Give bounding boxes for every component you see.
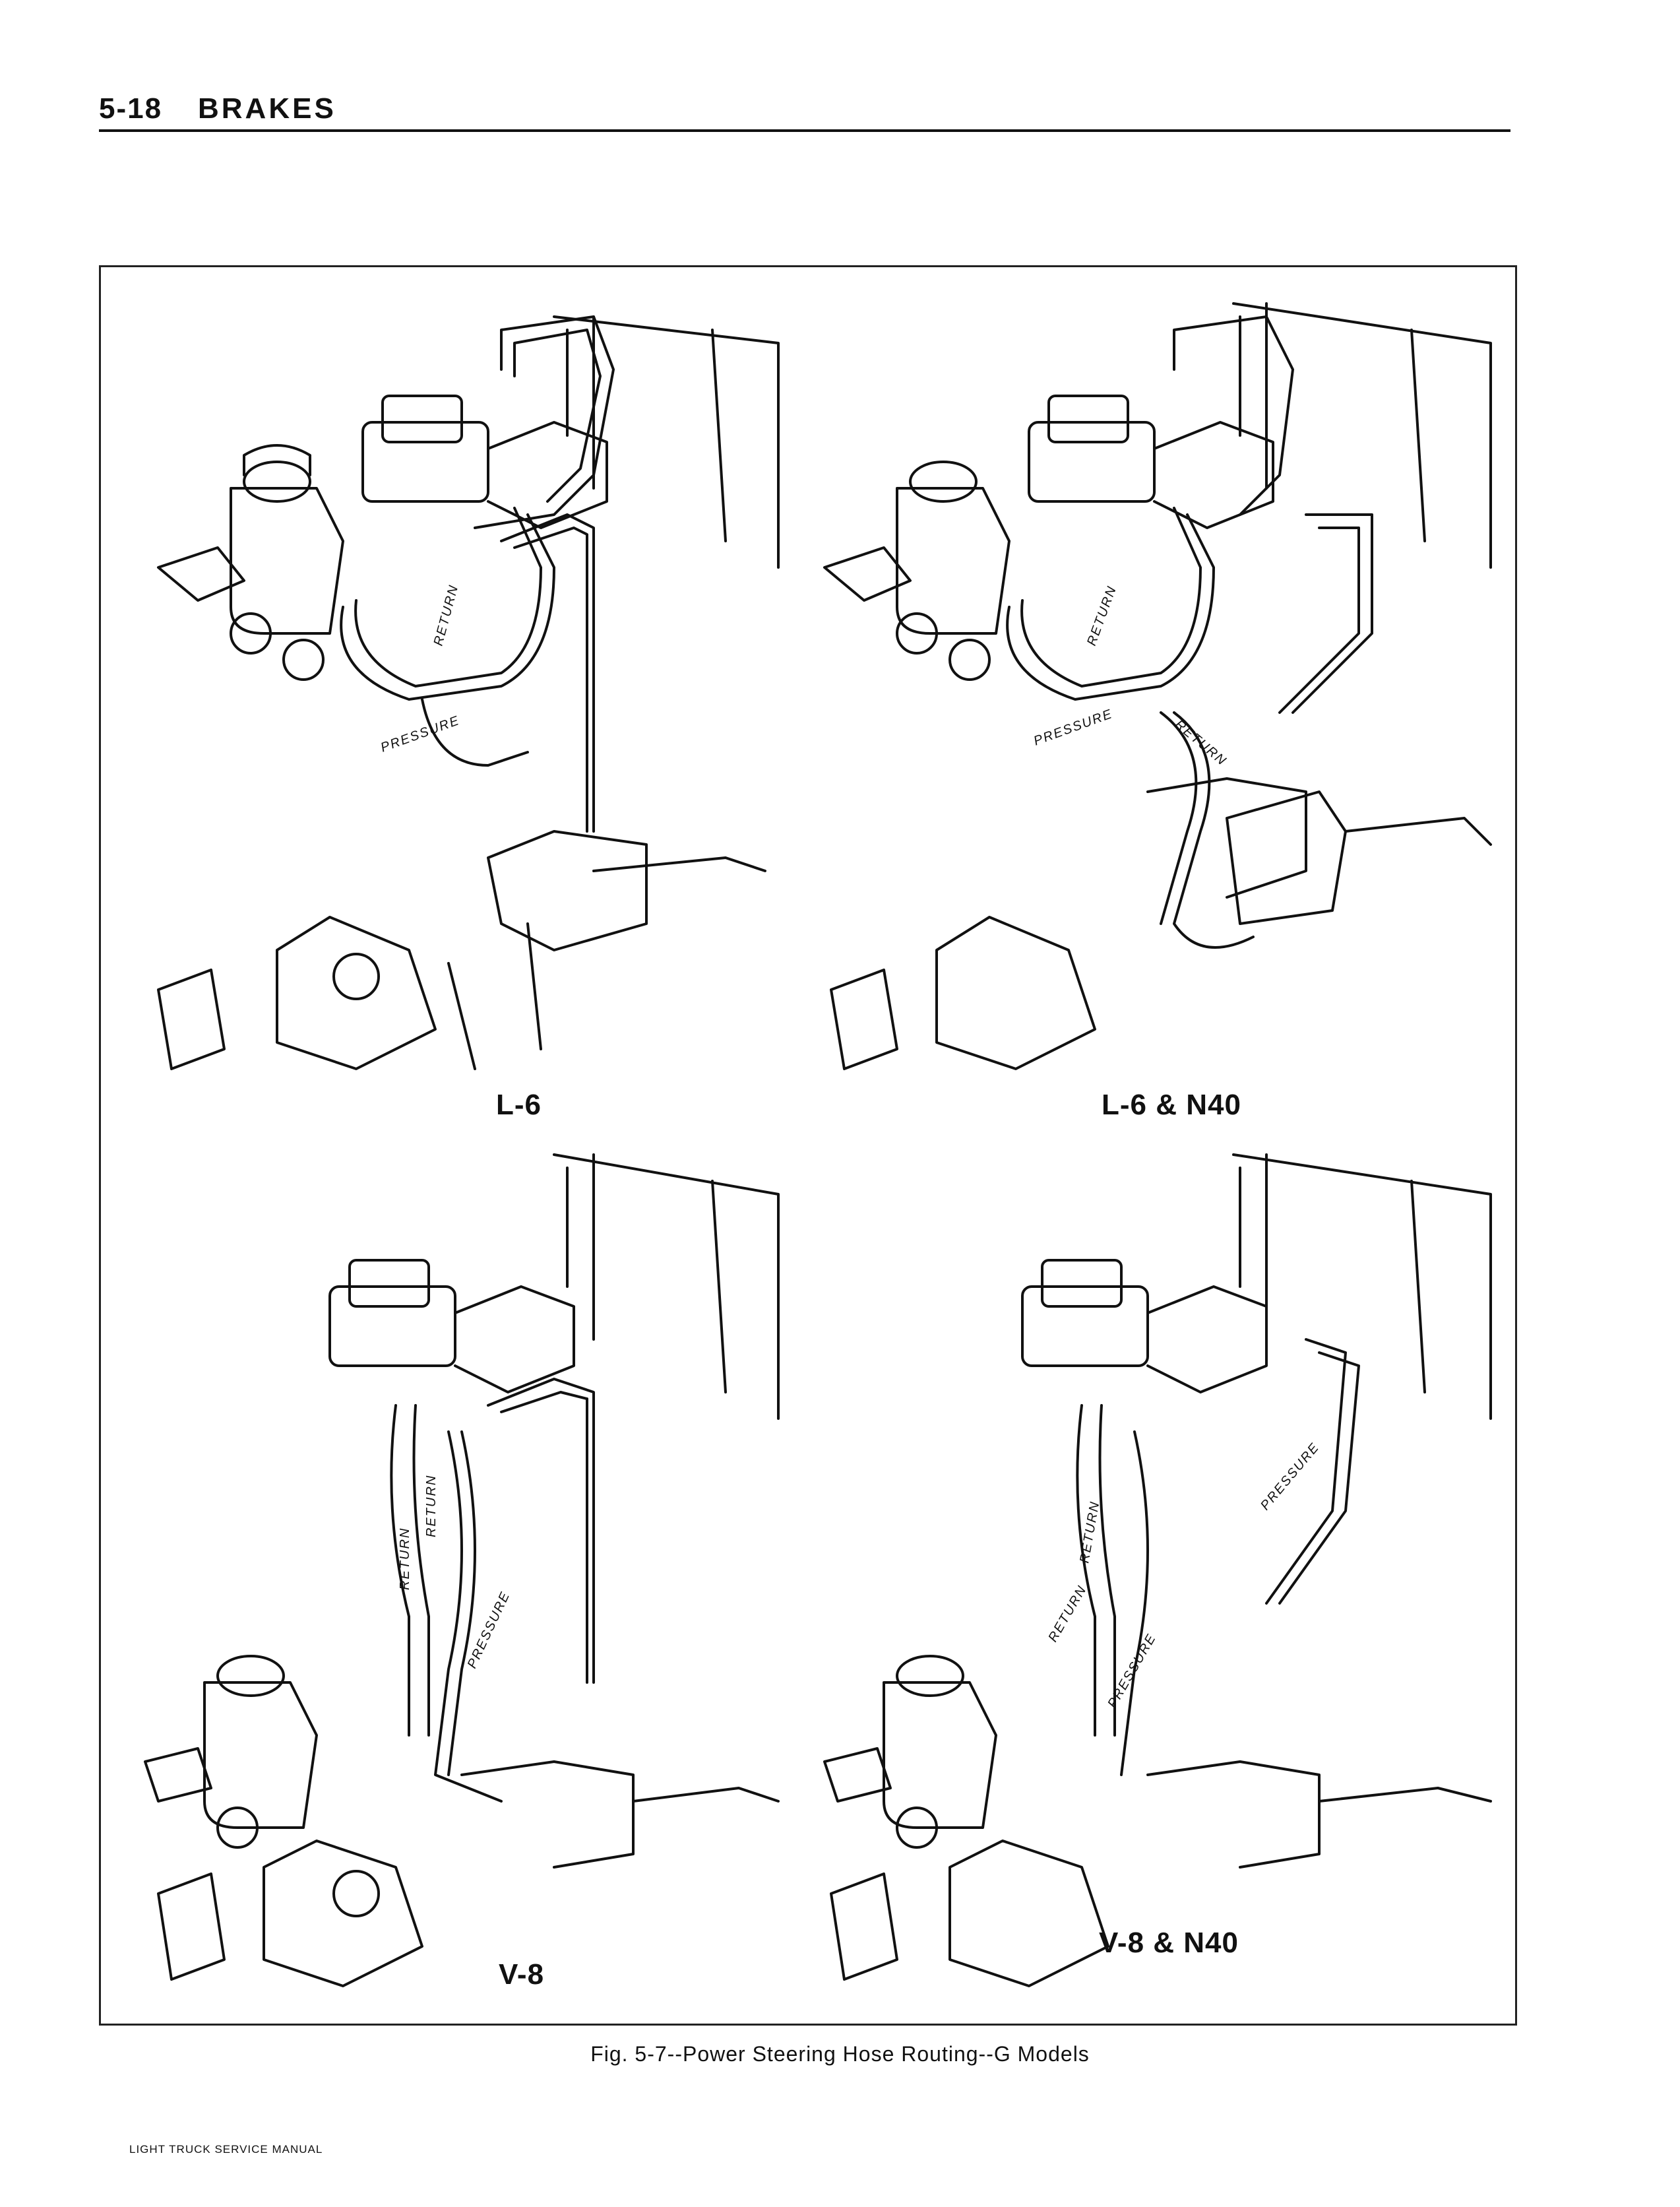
section-title: BRAKES <box>198 92 336 125</box>
hose-label-pressure: PRESSURE <box>379 713 462 755</box>
section-number: 5-18 <box>99 92 163 125</box>
panel-v8-illustration: RETURN RETURN PRESSURE <box>132 1141 792 2012</box>
v8-engine-drawing: RETURN RETURN PRESSURE <box>144 1153 780 1987</box>
hose-label-return: RETURN <box>1045 1583 1090 1645</box>
figure-frame <box>99 265 1517 2026</box>
panel-l6-illustration: PRESSURE RETURN <box>132 290 792 1115</box>
panel-label-l6-n40: L-6 & N40 <box>1102 1089 1241 1121</box>
panel-label-l6: L-6 <box>496 1089 542 1121</box>
panel-l6-n40-illustration: PRESSURE RETURN RETURN <box>805 290 1504 1115</box>
l6-n40-engine-drawing: PRESSURE RETURN RETURN <box>823 302 1492 1070</box>
hose-label-return: RETURN <box>424 1475 439 1537</box>
hose-label-pressure: PRESSURE <box>1032 707 1115 749</box>
hose-label-pressure: PRESSURE <box>1258 1440 1322 1514</box>
hose-label-return: RETURN <box>1084 584 1119 648</box>
l6-engine-drawing: PRESSURE RETURN <box>157 315 780 1070</box>
header-rule <box>99 129 1510 132</box>
hose-label-return: RETURN <box>431 583 462 648</box>
footer-text: LIGHT TRUCK SERVICE MANUAL <box>129 2143 323 2156</box>
page-header: 5-18 BRAKES <box>99 92 1510 129</box>
v8-n40-engine-drawing: RETURN RETURN PRESSURE PRESSURE <box>823 1153 1492 1987</box>
panel-label-v8: V-8 <box>499 1958 545 1991</box>
hose-label-return: RETURN <box>1172 717 1229 769</box>
hose-label-return: RETURN <box>398 1527 412 1590</box>
figure-caption: Fig. 5-7--Power Steering Hose Routing--G… <box>590 2042 1090 2066</box>
panel-label-v8-n40: V-8 & N40 <box>1099 1927 1239 1959</box>
panel-v8-n40-illustration: RETURN RETURN PRESSURE PRESSURE <box>805 1141 1504 2012</box>
